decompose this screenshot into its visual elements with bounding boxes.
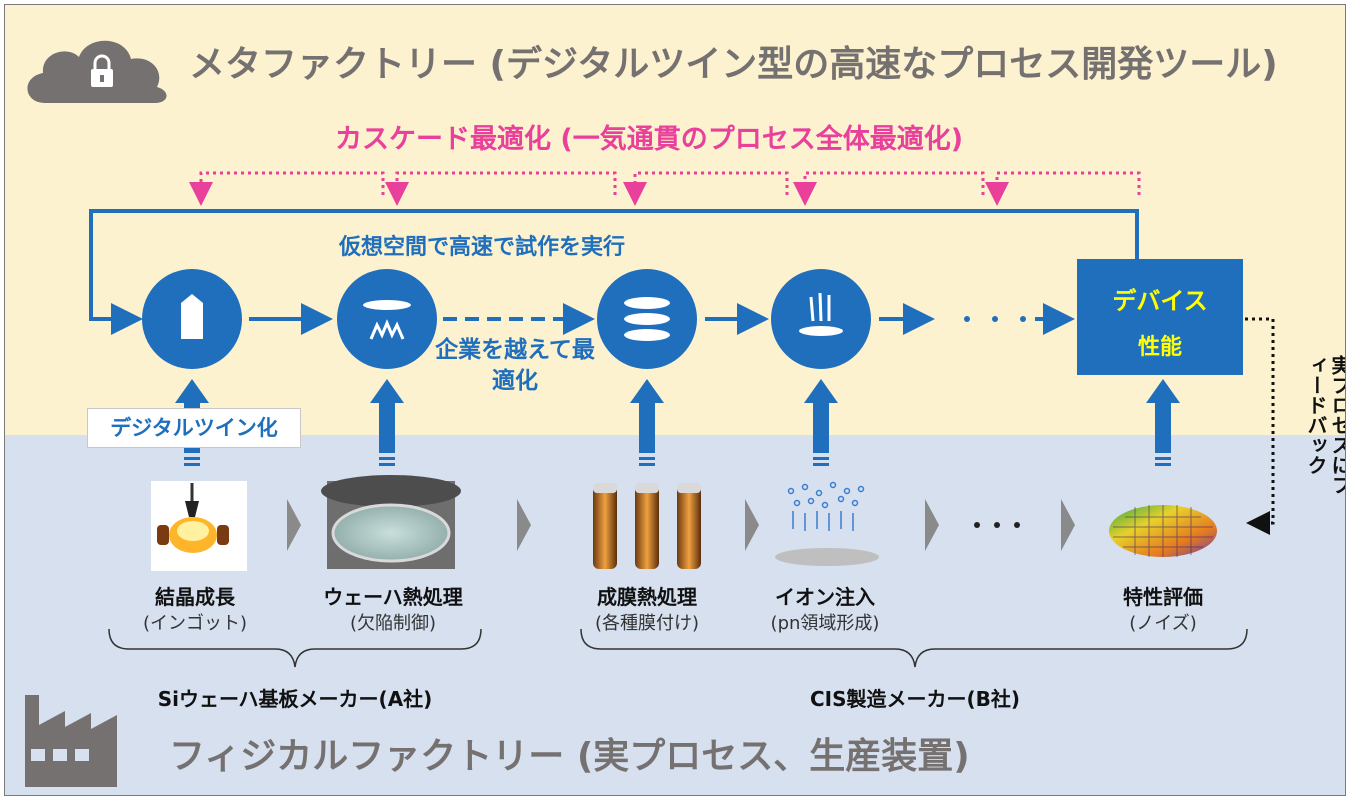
stage-name: ウェーハ熱処理	[323, 585, 463, 609]
process-node-crystal	[142, 269, 242, 369]
digital-twin-arrows	[175, 379, 1180, 466]
maker-b-label: CIS製造メーカー(B社)	[809, 687, 1021, 711]
stage-sub: (ノイズ)	[1129, 613, 1197, 634]
crystal-icon	[181, 294, 203, 339]
performance-label: 性能	[1137, 335, 1182, 360]
flow-ellipsis-dots	[964, 316, 1026, 322]
stage-chevrons	[287, 499, 1075, 551]
feedback-label: 実プロセスにフィードバック	[1304, 355, 1346, 495]
process-diagram	[25, 40, 1275, 787]
cross-company-label: 企業を越えて最適化	[435, 337, 595, 394]
stage-name: 結晶成長	[155, 585, 235, 609]
ion-implant-icon	[799, 292, 843, 336]
device-performance-box: デバイス 性能	[1077, 259, 1243, 375]
cloud-lock-icon	[27, 40, 167, 103]
crystal-growth-photo	[151, 481, 247, 571]
maker-a-brace	[108, 628, 482, 668]
virtual-space-label: 仮想空間で高速で試作を実行	[339, 235, 626, 260]
film-layers-icon	[624, 297, 670, 341]
factory-icon	[25, 695, 117, 787]
stage-sub: (pn領域形成)	[770, 613, 880, 634]
stage-sub: (欠陥制御)	[349, 613, 437, 634]
device-label: デバイス	[1112, 287, 1208, 315]
meta-factory-title: メタファクトリー (デジタルツイン型の高速なプロセス開発ツール)	[189, 44, 1278, 85]
cascade-feedback-arrows	[189, 171, 1141, 206]
stage-name: 成膜熱処理	[597, 585, 697, 609]
stage-name: イオン注入	[775, 585, 875, 609]
process-node-ion	[771, 269, 871, 369]
film-tubes-photo	[593, 483, 701, 569]
stage-sub: (各種膜付け)	[594, 613, 700, 634]
process-node-wafer-heat	[337, 269, 437, 369]
stage-name: 特性評価	[1123, 585, 1203, 609]
feedback-arrow	[1245, 317, 1275, 535]
wafer-map-photo	[1109, 505, 1217, 557]
virtual-loop-line	[89, 209, 1139, 335]
digital-twin-label: デジタルツイン化	[87, 408, 301, 448]
stage-sub: (インゴット)	[142, 613, 248, 634]
wafer-heat-icon	[363, 300, 411, 340]
maker-a-label: Siウェーハ基板メーカー(A社)	[157, 687, 433, 711]
process-node-film	[597, 269, 697, 369]
maker-b-brace	[580, 628, 1248, 668]
ion-implant-photo	[775, 481, 879, 566]
stage-ellipsis-dots	[974, 522, 1020, 528]
physical-factory-title: フィジカルファクトリー (実プロセス、生産装置)	[169, 736, 970, 777]
wafer-chamber-photo	[321, 475, 461, 569]
diagram-frame: メタファクトリー (デジタルツイン型の高速なプロセス開発ツール) カスケード最適…	[4, 4, 1346, 796]
cascade-optimization-label: カスケード最適化 (一気通貫のプロセス全体最適化)	[335, 124, 964, 155]
